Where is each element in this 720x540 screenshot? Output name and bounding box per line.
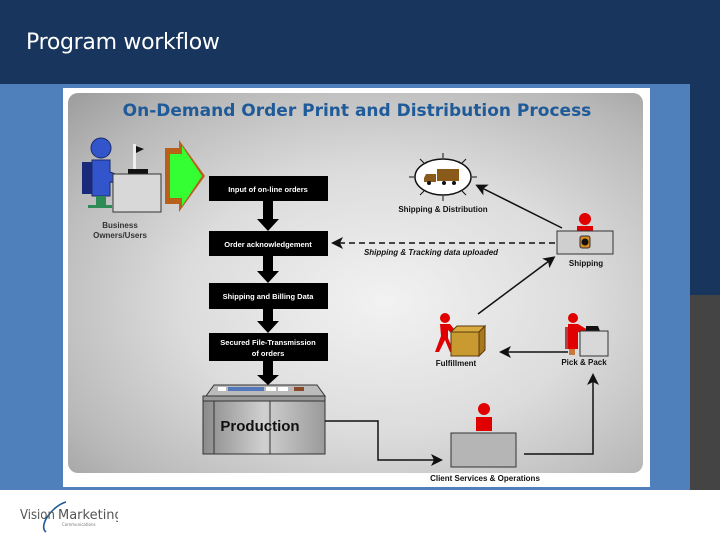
step-box: Secured File-Transmission of orders bbox=[209, 333, 328, 361]
svg-text:Order acknowledgement: Order acknowledgement bbox=[224, 240, 312, 249]
truck-distribution-icon bbox=[409, 153, 477, 201]
step-box: Input of on-line orders bbox=[209, 176, 328, 201]
right-accent-top bbox=[690, 84, 720, 295]
fulfillment-icon bbox=[435, 313, 487, 358]
green-arrow-icon bbox=[165, 140, 205, 212]
svg-text:of orders: of orders bbox=[252, 349, 285, 358]
diagram-panel bbox=[68, 93, 643, 473]
pick-pack-icon bbox=[565, 313, 609, 357]
client-services-icon bbox=[450, 403, 517, 468]
shipping-distribution-label: Shipping & Distribution bbox=[398, 205, 487, 214]
business-user-icon bbox=[82, 137, 162, 213]
right-accent-bottom bbox=[690, 295, 720, 490]
logo-swoosh-icon bbox=[42, 501, 67, 533]
logo-word-marketing: Marketing bbox=[58, 508, 118, 523]
logo-word-vision: Vision bbox=[20, 508, 55, 523]
diagram-title: On-Demand Order Print and Distribution P… bbox=[123, 101, 592, 121]
fulfillment-to-shipping-arrow bbox=[477, 256, 556, 315]
svg-text:Shipping and Billing Data: Shipping and Billing Data bbox=[223, 292, 315, 301]
slide-header: Program workflow bbox=[0, 0, 720, 84]
step-box: Shipping and Billing Data bbox=[209, 283, 328, 309]
production-machine-icon bbox=[202, 384, 326, 455]
vision-marketing-logo: Vision Marketing Communications bbox=[18, 500, 123, 534]
production-label: Production bbox=[220, 418, 299, 435]
fulfillment-label: Fulfillment bbox=[436, 359, 477, 368]
shipping-icon bbox=[556, 213, 614, 255]
slide-title: Program workflow bbox=[26, 30, 220, 55]
down-arrow-icon bbox=[257, 201, 279, 385]
tracking-data-label: Shipping & Tracking data uploaded bbox=[364, 248, 499, 257]
pick-pack-label: Pick & Pack bbox=[561, 358, 607, 367]
production-to-client-arrow bbox=[325, 420, 443, 466]
shipping-to-distribution-arrow bbox=[475, 184, 563, 229]
svg-text:Secured File-Transmission: Secured File-Transmission bbox=[220, 338, 316, 347]
shipping-label: Shipping bbox=[569, 259, 603, 268]
svg-text:Input of on-line orders: Input of on-line orders bbox=[228, 185, 308, 194]
client-services-label: Client Services & Operations bbox=[430, 474, 540, 483]
client-to-pickpack-arrow bbox=[524, 373, 599, 455]
step-box: Order acknowledgement bbox=[209, 231, 328, 256]
logo-subtitle: Communications bbox=[62, 522, 96, 527]
